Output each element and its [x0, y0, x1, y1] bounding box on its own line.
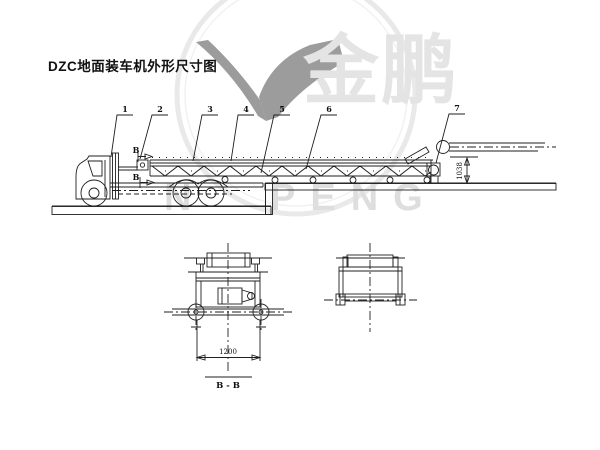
support-wheel — [309, 176, 317, 184]
conveyor-group — [118, 140, 556, 184]
left-foot — [335, 293, 346, 306]
part-label-2: 2 — [139, 104, 168, 160]
truck-cab — [75, 155, 111, 200]
part-label-5-text: 5 — [279, 104, 285, 114]
truss-chords — [149, 160, 432, 183]
part-label-3-text: 3 — [207, 104, 213, 114]
watermark-brand-en: N PENG — [164, 177, 438, 219]
part-label-5: 5 — [260, 104, 290, 174]
chassis-rails — [110, 182, 264, 188]
support-wheel — [386, 176, 394, 184]
tail-boom-lines — [118, 166, 138, 171]
discharge-boom-lines — [449, 142, 545, 152]
leader-line — [230, 114, 254, 162]
motor-shaft — [247, 292, 255, 300]
post-stems — [200, 264, 258, 272]
part-label-1: 1 — [110, 104, 133, 158]
head-pulley — [428, 164, 439, 176]
rear-wheel-1-hub — [180, 187, 192, 199]
truck-group — [75, 152, 264, 207]
part-label-3: 3 — [192, 104, 218, 162]
motor-cone — [241, 289, 253, 303]
truck-window — [87, 160, 103, 177]
right-post-cap — [251, 257, 260, 265]
section-arrow-bottom-head — [146, 179, 156, 186]
leader-line — [435, 113, 465, 164]
feed-hopper — [136, 159, 149, 171]
leader-line — [110, 114, 133, 158]
front-wheel — [80, 179, 108, 207]
end-view — [324, 243, 417, 332]
dim-arrow-down — [463, 175, 471, 185]
dim-arrow-left — [195, 354, 206, 361]
right-foot — [395, 293, 406, 306]
leader-line — [260, 114, 290, 174]
dim-arrow-right — [251, 354, 262, 361]
deflector-plate — [404, 146, 430, 165]
part-label-1-text: 1 — [122, 104, 128, 114]
frame-lines — [339, 267, 402, 297]
head-legs — [429, 176, 439, 183]
part-label-6: 6 — [305, 104, 337, 170]
part-labels-group: 1 2 3 4 5 6 7 — [110, 103, 465, 174]
section-mark-top-text: B — [133, 145, 140, 155]
leader-line — [139, 114, 168, 160]
section-mark-bottom-text: B — [133, 172, 140, 182]
section-cut-marks: B B — [133, 145, 156, 188]
part-label-4-text: 4 — [243, 104, 249, 114]
rear-wheel-2 — [197, 179, 225, 207]
dim-extension-lines — [196, 320, 261, 361]
frame-lines — [196, 277, 260, 307]
left-wheel-hub — [193, 309, 199, 315]
part-label-7-text: 7 — [454, 103, 460, 113]
belt-lines — [150, 159, 433, 164]
part-label-4: 4 — [230, 104, 254, 162]
swivel-joint — [436, 140, 450, 154]
right-belt-cap — [392, 256, 399, 268]
leader-line — [192, 114, 218, 162]
discharge-height-value: 1038 — [456, 162, 464, 180]
part-label-2-text: 2 — [157, 104, 163, 114]
ground-group — [51, 182, 557, 215]
leader-line — [305, 114, 337, 170]
front-wheel-hub — [88, 187, 100, 199]
head-pulley-box — [426, 162, 441, 177]
section-view-bb: 1200 B - B — [164, 243, 292, 391]
rear-wheel-2-hub — [205, 187, 217, 199]
watermark-brand-cn: 金鹏 — [303, 29, 459, 114]
right-wheel-hub — [258, 309, 264, 315]
rear-wheel-1 — [172, 179, 200, 207]
left-post-cap — [196, 257, 205, 265]
wheel-centerlines — [195, 299, 262, 333]
frame-box — [338, 266, 403, 298]
drawing-title: DZC地面装车机外形尺寸图 — [48, 59, 218, 74]
support-wheel — [221, 176, 229, 183]
belt-guard — [206, 252, 251, 268]
road-hatch — [51, 206, 272, 215]
belt-guard-lines — [211, 253, 246, 267]
dimension-discharge-height: 1038 — [450, 156, 478, 185]
support-wheel — [349, 176, 357, 184]
platform-hatch — [264, 183, 557, 191]
section-view-title: B - B — [216, 381, 240, 391]
dock-riser-hatch — [265, 182, 273, 215]
tail-pulley — [139, 162, 146, 168]
section-arrow-top-head — [144, 153, 154, 160]
truss-diagonals — [151, 165, 432, 177]
dim-arrow-up — [463, 156, 471, 166]
axle-beam — [172, 308, 284, 316]
foot-lines — [339, 294, 401, 305]
part-label-7: 7 — [435, 103, 465, 164]
support-wheel — [423, 176, 431, 184]
frame-box — [195, 271, 261, 308]
support-wheel — [271, 176, 279, 184]
wheel-track-value: 1200 — [219, 348, 237, 356]
part-label-6-text: 6 — [326, 104, 332, 114]
